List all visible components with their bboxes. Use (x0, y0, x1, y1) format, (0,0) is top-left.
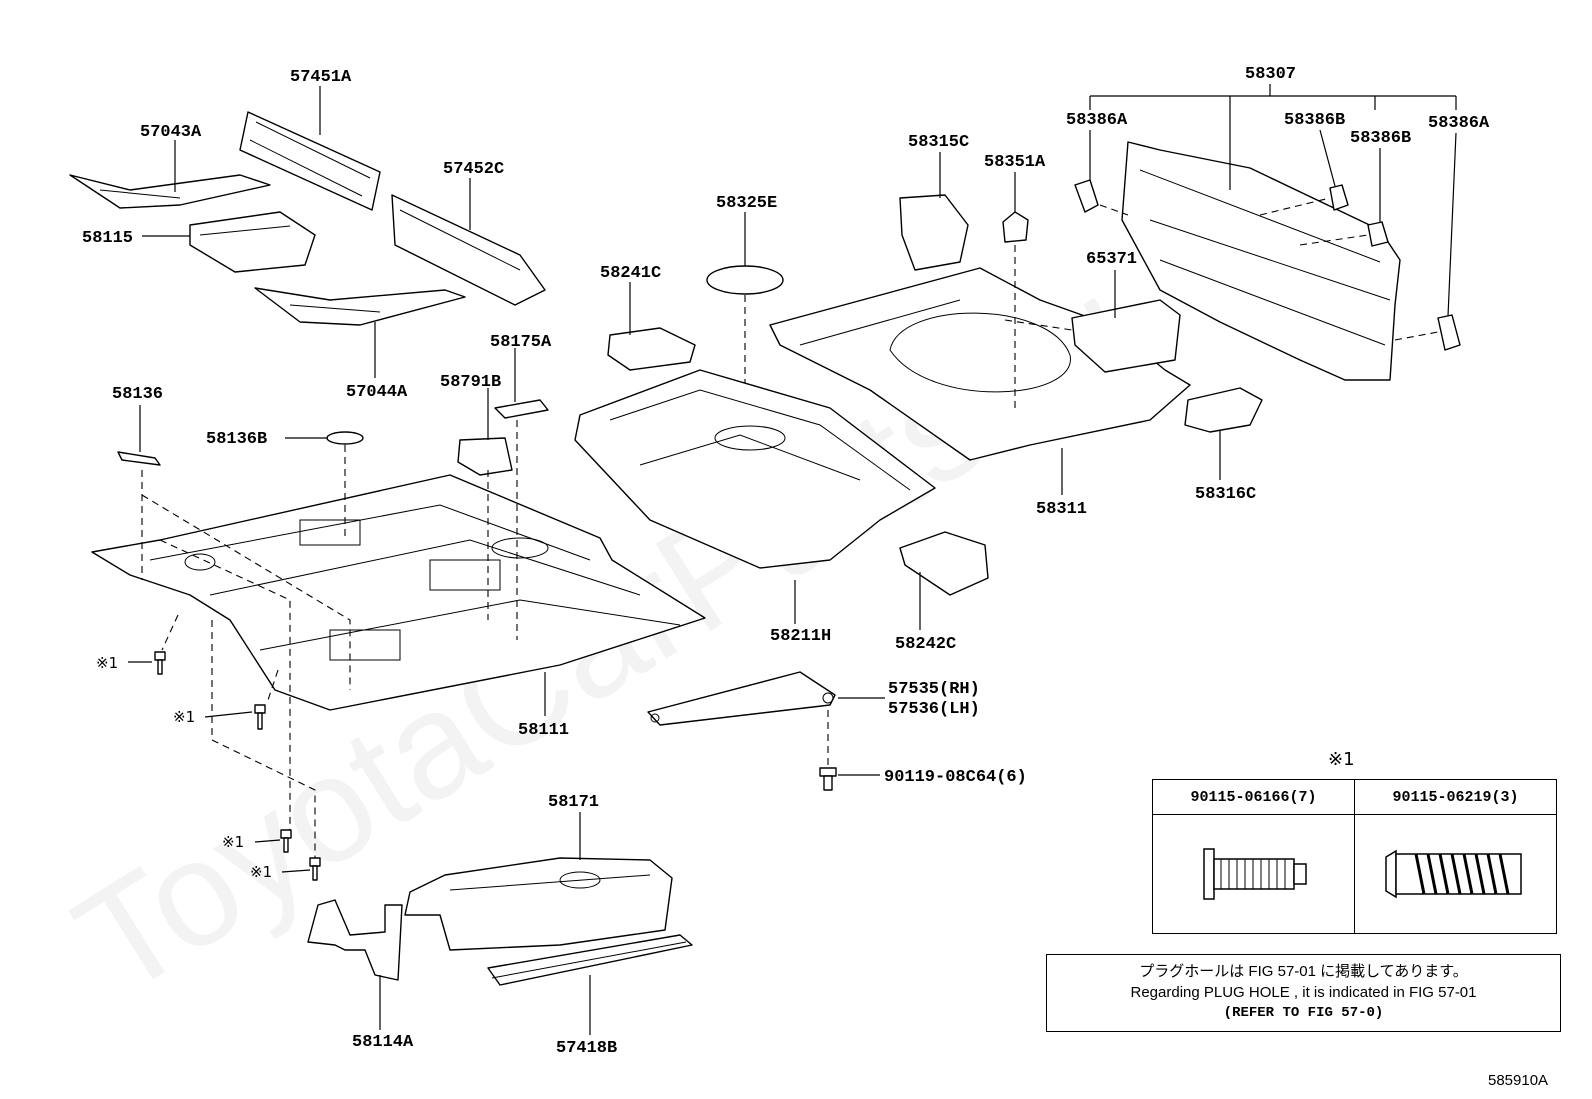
label-58111[interactable]: 58111 (518, 721, 569, 740)
legend-mark: ※1 (1328, 749, 1355, 770)
part-58386B-b-shape[interactable] (1367, 221, 1389, 247)
part-58242C-shape[interactable] (899, 531, 989, 596)
label-58242C[interactable]: 58242C (895, 635, 956, 654)
part-58136B-shape[interactable] (326, 431, 364, 445)
bolt-1[interactable] (154, 651, 166, 675)
part-58171-shape[interactable] (404, 857, 673, 951)
label-57536-lh[interactable]: 57536(LH) (888, 700, 980, 719)
legend-col-1[interactable]: 90115-06166(7) (1190, 788, 1317, 806)
label-58386A-left[interactable]: 58386A (1066, 111, 1128, 130)
part-58386A-right-shape[interactable] (1437, 314, 1461, 351)
label-57452C[interactable]: 57452C (443, 160, 504, 179)
label-58386B-b[interactable]: 58386B (1350, 129, 1411, 148)
part-58211H-shape[interactable] (574, 369, 936, 569)
label-57043A[interactable]: 57043A (140, 123, 202, 142)
part-57451A-shape[interactable] (239, 111, 381, 211)
bolt-90119[interactable] (819, 767, 837, 791)
part-58175A-shape[interactable] (494, 399, 549, 419)
label-58315C[interactable]: 58315C (908, 133, 969, 152)
label-58325E[interactable]: 58325E (716, 194, 777, 213)
label-57535-rh[interactable]: 57535(RH) (888, 680, 980, 699)
part-57418B-shape[interactable] (487, 934, 693, 986)
part-58241C-shape[interactable] (607, 327, 696, 371)
label-58211H[interactable]: 58211H (770, 627, 831, 646)
label-65371[interactable]: 65371 (1086, 250, 1137, 269)
part-57044A-shape[interactable] (254, 287, 466, 326)
flange-bolt-icon (1153, 815, 1354, 933)
note-line-jp: プラグホールは FIG 57-01 に掲載してあります。 (1139, 963, 1468, 980)
part-58325E-shape[interactable] (706, 265, 784, 295)
label-58311[interactable]: 58311 (1036, 500, 1087, 519)
bolt-legend-table: 90115-06166(7) 90115-06219(3) (1152, 779, 1557, 934)
label-58386B-a[interactable]: 58386B (1284, 111, 1345, 130)
part-57043A-shape[interactable] (69, 174, 271, 209)
label-58316C[interactable]: 58316C (1195, 485, 1256, 504)
figure-code: 585910A (1488, 1072, 1549, 1089)
label-58351A[interactable]: 58351A (984, 153, 1046, 172)
part-58386A-left-shape[interactable] (1074, 179, 1099, 213)
bolt-4[interactable] (309, 857, 321, 881)
label-58386A-right[interactable]: 58386A (1428, 114, 1490, 133)
label-90119[interactable]: 90119-08C64(6) (884, 768, 1027, 787)
legend-col-2[interactable]: 90115-06219(3) (1354, 780, 1556, 814)
part-58386B-a-shape[interactable] (1329, 184, 1349, 211)
part-57452C-shape[interactable] (391, 194, 546, 306)
legend-image-row (1153, 815, 1556, 933)
threaded-stud-icon (1354, 815, 1556, 933)
part-58115-shape[interactable] (189, 211, 316, 273)
bolt-mark-3: ※1 (222, 833, 244, 851)
label-57044A[interactable]: 57044A (346, 383, 408, 402)
part-58111-shape[interactable] (91, 474, 706, 711)
part-58791B-shape[interactable] (457, 437, 513, 476)
label-58136B[interactable]: 58136B (206, 430, 267, 449)
bolt-3[interactable] (280, 829, 292, 853)
note-line-refer[interactable]: (REFER TO FIG 57-0) (1223, 1005, 1384, 1021)
label-58791B[interactable]: 58791B (440, 373, 501, 392)
part-58311-shape[interactable] (769, 267, 1191, 461)
bolt-mark-1: ※1 (96, 654, 118, 672)
label-57451A[interactable]: 57451A (290, 68, 352, 87)
label-57418B[interactable]: 57418B (556, 1039, 617, 1058)
note-line-en: Regarding PLUG HOLE , it is indicated in… (1130, 984, 1477, 1001)
label-58307[interactable]: 58307 (1245, 65, 1296, 84)
part-58114A-shape[interactable] (307, 899, 403, 981)
part-65371-shape[interactable] (1071, 299, 1181, 373)
part-58315C-shape[interactable] (899, 194, 969, 271)
legend-header-row: 90115-06166(7) 90115-06219(3) (1153, 780, 1556, 815)
part-57535-shape[interactable] (647, 671, 836, 726)
part-58307-shape[interactable] (1121, 141, 1401, 381)
label-58114A[interactable]: 58114A (352, 1033, 414, 1052)
label-58115[interactable]: 58115 (82, 229, 133, 248)
part-58136-shape[interactable] (117, 451, 161, 466)
plug-hole-note: プラグホールは FIG 57-01 に掲載してあります。 Regarding P… (1046, 954, 1561, 1032)
label-58241C[interactable]: 58241C (600, 264, 661, 283)
bolt-2[interactable] (254, 704, 266, 730)
bolt-mark-2: ※1 (173, 708, 195, 726)
part-58351A-shape[interactable] (1002, 211, 1029, 243)
bolt-mark-4: ※1 (250, 863, 272, 881)
label-58175A[interactable]: 58175A (490, 333, 552, 352)
label-58171[interactable]: 58171 (548, 793, 599, 812)
part-58316C-shape[interactable] (1184, 387, 1263, 433)
label-58136[interactable]: 58136 (112, 385, 163, 404)
